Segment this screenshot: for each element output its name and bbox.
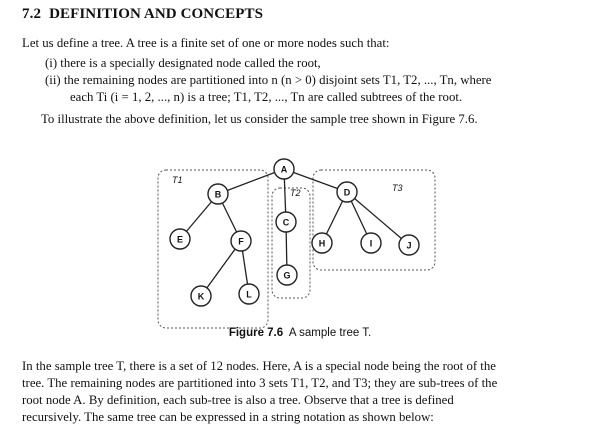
node-c — [275, 211, 297, 233]
body-line-4: recursively. The same tree can be expres… — [22, 410, 434, 424]
subtree-label-t2: T2 — [290, 188, 301, 198]
figure-caption: Figure 7.6 A sample tree T. — [0, 327, 600, 339]
node-j — [398, 234, 420, 256]
subtree-t2-boundary — [271, 187, 311, 299]
figure-caption-number: Figure 7.6 — [228, 327, 284, 339]
definition-item-1: (i) there is a specially designated node… — [45, 56, 321, 70]
intro-paragraph: Let us define a tree. A tree is a finite… — [22, 36, 390, 50]
body-line-2: tree. The remaining nodes are partitione… — [22, 376, 498, 390]
node-i-label: I — [370, 239, 373, 249]
section-title: DEFINITION AND CONCEPTS — [49, 6, 264, 22]
subtree-t3-boundary — [312, 169, 436, 271]
node-f — [230, 230, 252, 252]
node-h — [311, 232, 333, 254]
node-b — [207, 183, 229, 205]
illustrate-paragraph: To illustrate the above definition, let … — [41, 112, 478, 126]
node-a-label: A — [281, 165, 288, 175]
node-h-label: H — [319, 239, 326, 249]
node-k — [190, 285, 212, 307]
subtree-label-t1: T1 — [172, 175, 183, 185]
body-line-1: In the sample tree T, there is a set of … — [22, 359, 496, 373]
node-i — [360, 232, 382, 254]
node-g-label: G — [283, 271, 290, 281]
node-k-label: K — [198, 292, 205, 302]
node-e-label: E — [177, 235, 183, 245]
node-g — [276, 264, 298, 286]
node-f-label: F — [238, 237, 244, 247]
sample-tree-figure: A B C D E F G H I J K L T1 T2 T3 — [157, 158, 436, 329]
node-a — [273, 158, 295, 180]
section-number: 7.2 — [22, 6, 42, 22]
section-heading: 7.2 DEFINITION AND CONCEPTS — [22, 6, 271, 23]
subtree-label-t3: T3 — [392, 183, 403, 193]
node-j-label: J — [406, 241, 411, 251]
node-e — [169, 228, 191, 250]
node-l-label: L — [246, 290, 252, 300]
node-l — [238, 283, 260, 305]
node-d — [336, 181, 358, 203]
node-b-label: B — [215, 190, 222, 200]
node-d-label: D — [344, 188, 351, 198]
node-c-label: C — [283, 218, 290, 228]
body-line-3: root node A. By definition, each sub-tre… — [22, 393, 454, 407]
definition-item-2-line-2: each Ti (i = 1, 2, ..., n) is a tree; T1… — [70, 90, 463, 104]
subtree-t1-boundary — [157, 169, 269, 329]
definition-item-2-line-1: (ii) the remaining nodes are partitioned… — [45, 73, 492, 87]
figure-caption-text: A sample tree T. — [288, 327, 372, 339]
